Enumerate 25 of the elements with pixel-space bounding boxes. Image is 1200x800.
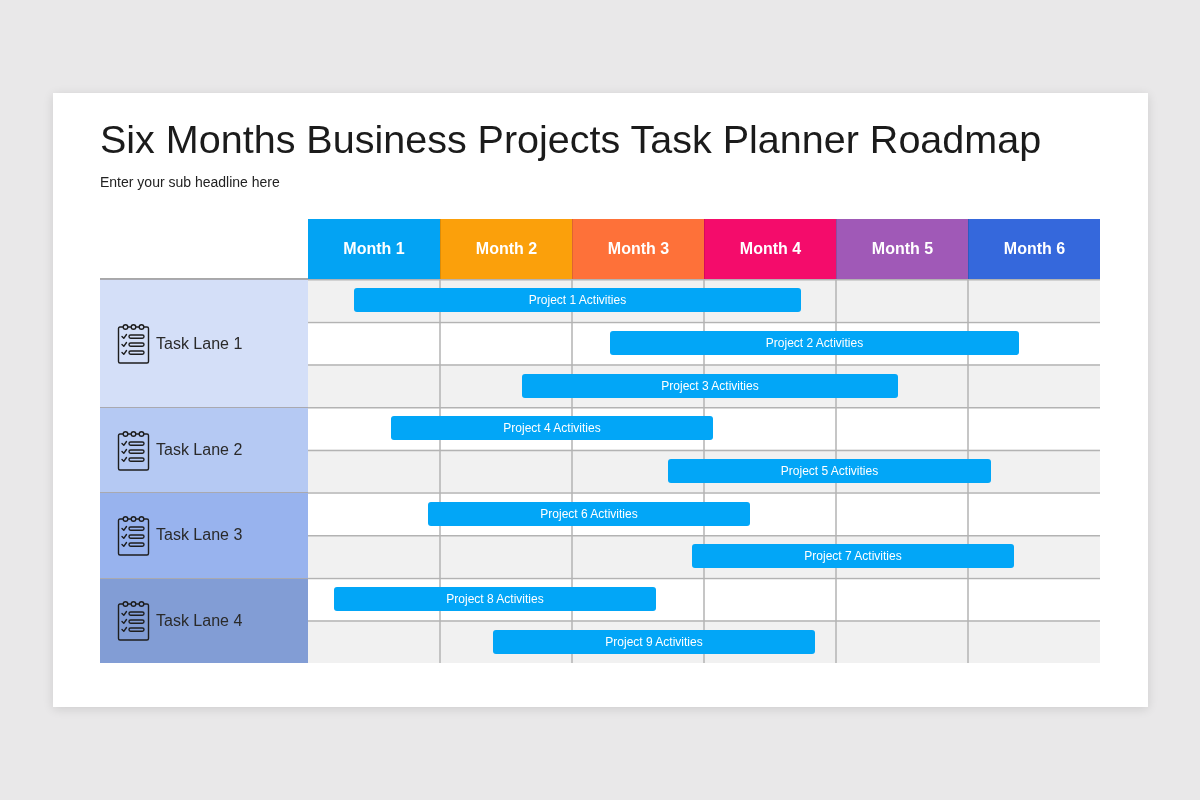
task-bar: Project 1 Activities [354,288,801,313]
task-bar: Project 6 Activities [428,501,750,526]
task-bar: Project 4 Activities [391,416,713,441]
month-header: Month 4 [704,219,836,279]
task-lane-band [100,279,308,407]
task-bar: Project 7 Activities [692,544,1014,569]
lane-label: Task Lane 1 [156,334,243,353]
month-header: Month 5 [836,219,968,279]
lane-label: Task Lane 3 [156,526,243,545]
subtitle: Enter your sub headline here [100,173,280,191]
month-header: Month 6 [968,219,1100,279]
title: Six Months Business Projects Task Planner Roadmap [100,116,1042,163]
month-header: Month 1 [308,219,440,279]
task-bar: Project 5 Activities [668,459,991,483]
task-lane-band [100,407,308,493]
lane-label: Task Lane 2 [156,441,243,460]
month-header: Month 3 [572,219,704,279]
task-bar: Project 3 Activities [522,373,898,398]
lane-label: Task Lane 4 [156,611,243,630]
task-lane-band [100,492,308,578]
task-bar: Project 2 Activities [610,331,1019,355]
task-bar: Project 9 Activities [493,629,815,654]
task-lane-band [100,577,308,663]
task-bar: Project 8 Activities [334,587,656,611]
month-header: Month 2 [440,219,572,279]
